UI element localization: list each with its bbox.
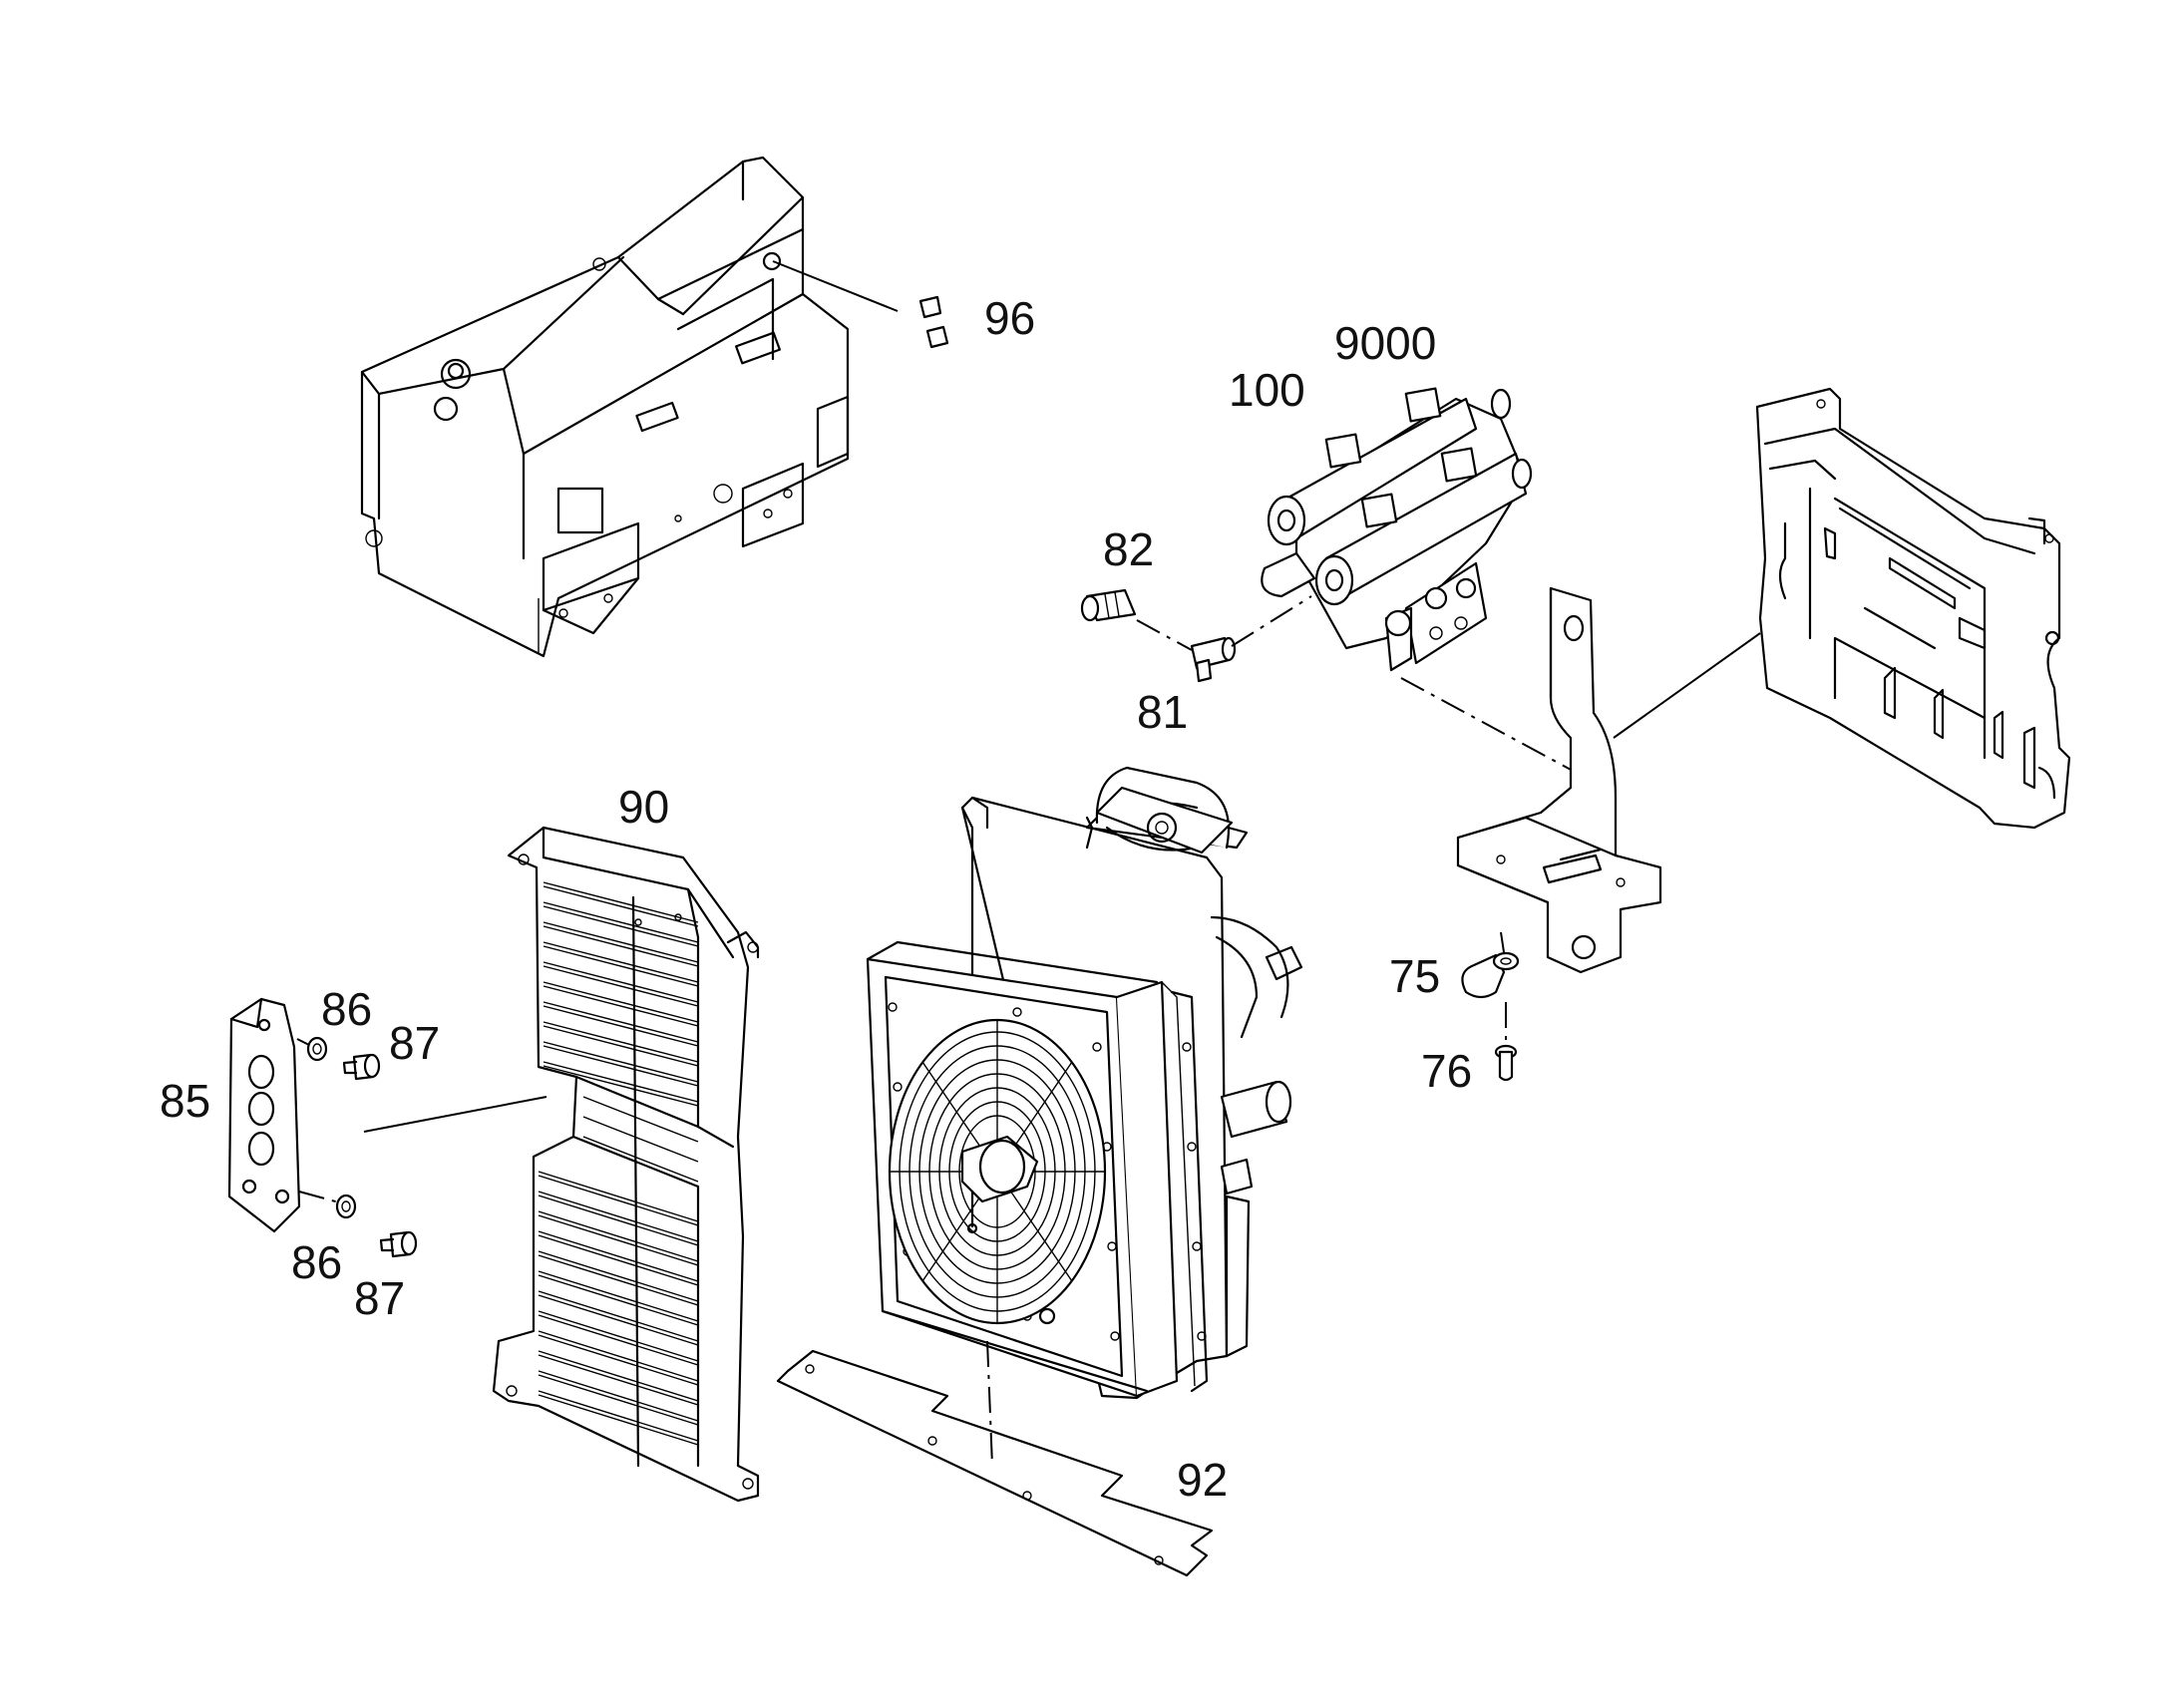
hydraulic-tank	[360, 156, 850, 658]
bolt-part-87-lower	[379, 1230, 418, 1258]
fitting-part-82	[1080, 588, 1137, 622]
callout-9000: 9000	[1334, 317, 1436, 369]
mounting-bracket	[1456, 586, 1662, 974]
callout-87-upper: 87	[389, 1017, 440, 1069]
pipe-clamp-part-75	[1461, 951, 1520, 999]
callout-75: 75	[1389, 950, 1440, 1002]
mounting-plate-part-85	[227, 997, 301, 1233]
callout-86-lower: 86	[291, 1236, 342, 1288]
bolt-part-76	[1494, 1044, 1518, 1082]
gasket-seal-part-92	[776, 1349, 1214, 1577]
grille-slats	[538, 881, 699, 1446]
callout-82: 82	[1103, 523, 1154, 575]
callout-85: 85	[160, 1075, 210, 1127]
radiator-cooler-assembly	[866, 766, 1303, 1400]
washer-part-86-upper	[306, 1036, 328, 1062]
chassis-frame-section	[1755, 387, 2071, 830]
callout-96: 96	[984, 292, 1035, 344]
callout-87-lower: 87	[354, 1272, 405, 1324]
bolt-part-87-upper	[342, 1053, 381, 1081]
control-valve-assembly	[1261, 387, 1533, 672]
callout-100: 100	[1229, 364, 1305, 416]
callout-76: 76	[1421, 1045, 1472, 1097]
callout-90: 90	[618, 781, 669, 833]
cooling-fan	[888, 1018, 1107, 1325]
fitting-part-81	[1190, 636, 1237, 683]
callout-86-upper: 86	[321, 983, 372, 1035]
washer-part-86-lower	[335, 1194, 357, 1219]
front-grille-part-90	[492, 826, 760, 1503]
grommet-part-96	[772, 260, 949, 349]
callout-92: 92	[1177, 1454, 1228, 1506]
callout-81: 81	[1137, 686, 1188, 738]
